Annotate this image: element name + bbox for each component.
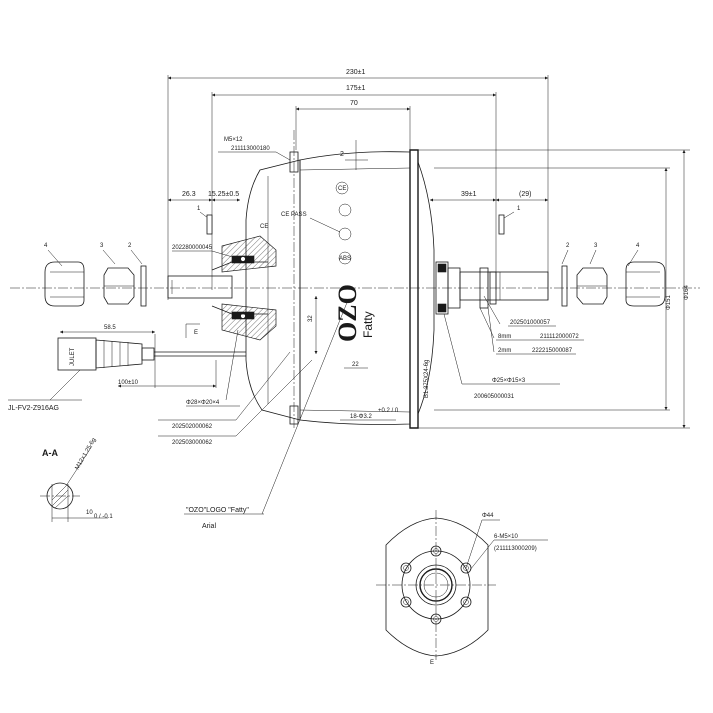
connector-brand: JULET [70, 347, 76, 366]
cable-connector: 58.5 JULET 100±10 JL-FV2-Z916AG [8, 325, 246, 412]
left-bearing-section: 202280000045 CE [172, 224, 277, 341]
ce-pass-label: CE PASS [281, 212, 307, 218]
screw-spec: M5×12 [224, 137, 243, 143]
screw-part-number: 211113000180 [231, 146, 270, 152]
dim-cable-length: 100±10 [118, 380, 139, 386]
disc-bolts: 6-M5×10 [494, 534, 519, 540]
right-spacer-part: 211112000072 [540, 334, 579, 340]
lower-callouts: Φ28×Φ20×4 202502000062 202503000062 [158, 329, 313, 446]
section-mark-label: E [194, 330, 198, 336]
shell-right-part: 202503000062 [172, 440, 213, 446]
screw-callout: M5×12 211113000180 [218, 137, 291, 161]
dim-flat-tol: 0 / -0.1 [94, 514, 113, 520]
dim-rim-diameter: Φ164 [684, 285, 690, 300]
dim-logo-height: 22 [352, 362, 359, 368]
balloons-left: 1 4 3 2 [44, 206, 213, 267]
dim-outer-diameter: Φ151 [666, 295, 672, 310]
dim-flange-width: 175±1 [346, 85, 366, 92]
disc-pcd: Φ44 [482, 513, 494, 519]
dim-shell-gap: 2 [340, 151, 344, 158]
right-clip-part: 222215000087 [532, 348, 573, 354]
balloon-3-right: 3 [594, 243, 598, 249]
ce-mark-left: CE [260, 224, 268, 230]
dim-right-offset: 70 [350, 100, 358, 107]
spacer-8mm: 8mm [498, 334, 511, 340]
shell-markings: CE CE PASS ABS [281, 181, 352, 265]
balloons-right: 1 2 3 4 [498, 206, 640, 267]
dim-left-axle: 26.3 [182, 191, 196, 198]
balloon-1-left: 1 [197, 206, 201, 212]
section-mark: E [185, 323, 200, 338]
logo-sub-text: Fatty [361, 311, 375, 338]
left-acorn-nut [44, 261, 85, 307]
thread-label: B1.375X24-6g [424, 360, 430, 398]
dim-overall-width: 230±1 [346, 69, 366, 76]
logo-note: "OZO"LOGO "Fatty" Arial [184, 299, 349, 530]
hub-shell: Φ164 Φ151 [245, 130, 690, 430]
spacer-2mm: 2mm [498, 348, 511, 354]
dim-right-axle: (29) [519, 191, 531, 198]
left-bearing-dim: Φ28×Φ20×4 [186, 400, 220, 406]
balloon-4-left: 4 [44, 243, 48, 249]
bolt-part: (211113000209) [494, 546, 537, 552]
left-bearing-part: 202280000045 [172, 245, 213, 251]
right-acorn-nut [625, 261, 666, 307]
spoke-holes-dim: 18-Φ3.2 +0.2 / 0 [340, 408, 399, 421]
left-washer [140, 265, 147, 307]
balloon-4-right: 4 [636, 243, 640, 249]
ozo-logo: OZO Fatty 32 22 [308, 284, 375, 369]
font-note: Arial [202, 523, 216, 530]
dim-flat-width: 10 [86, 510, 93, 516]
dim-connector-length: 58.5 [104, 325, 116, 331]
thread-section-label: M12×1.25-6g [75, 437, 98, 471]
balloon-1-right: 1 [517, 206, 521, 212]
left-axle-dims: 26.3 15.25±0.5 [168, 191, 240, 202]
ce-circle-mark: CE [338, 186, 346, 192]
section-view-title: A-A [42, 448, 58, 458]
right-hex-nut [576, 267, 608, 305]
right-washer-part: 202501000057 [510, 320, 551, 326]
dim-spoke-holes-tol: +0.2 / 0 [378, 408, 399, 414]
top-dimensions: 230±1 175±1 70 2 [167, 69, 549, 300]
dim-left-flange: 15.25±0.5 [208, 191, 239, 198]
dim-right-flange: 39±1 [461, 191, 477, 198]
right-part-numbers: 202501000057 8mm 211112000072 2mm 222215… [479, 295, 584, 355]
balloon-3-left: 3 [100, 243, 104, 249]
right-axle-dims: 39±1 (29) [430, 191, 548, 202]
section-a-a: A-A 10 0 / -0.1 M12×1.25-6g [40, 437, 113, 522]
logo-main-text: OZO [333, 284, 362, 342]
left-hex-nut [103, 267, 135, 305]
end-view: Φ44 6-M5×10 (211113000209) E [376, 510, 548, 666]
dim-spoke-holes: 18-Φ3.2 [350, 414, 372, 420]
logo-note-text: "OZO"LOGO "Fatty" [186, 507, 249, 514]
right-bearing-part: 200605000031 [474, 394, 515, 400]
end-view-mark: E [430, 660, 434, 666]
right-washer [561, 265, 568, 307]
shell-left-part: 202502000062 [172, 424, 213, 430]
right-bearing-callout: Φ25×Φ15×3 200605000031 [443, 313, 560, 400]
balloon-2-right: 2 [566, 243, 570, 249]
hub-arrow-mark: ABS [339, 256, 351, 262]
balloon-2-left: 2 [128, 243, 132, 249]
dim-spoke-height: 32 [308, 315, 314, 322]
connector-model: JL-FV2-Z916AG [8, 405, 59, 412]
right-bearing-dim: Φ25×Φ15×3 [492, 378, 526, 384]
right-bearing-stack [435, 261, 497, 315]
